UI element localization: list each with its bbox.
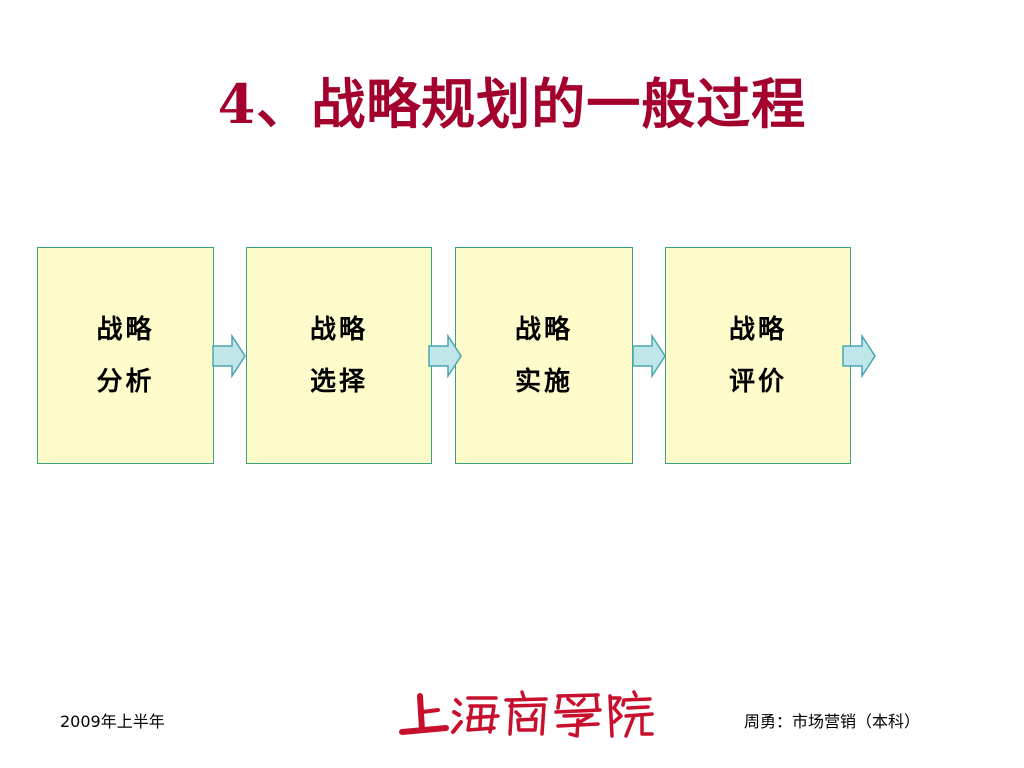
step-box-implementation: 战略 实施: [455, 247, 633, 464]
step-label-line1: 战略: [309, 314, 368, 345]
footer-date: 2009年上半年: [60, 712, 165, 731]
step-box-selection: 战略 选择: [246, 247, 432, 464]
step-label-line1: 战略: [96, 314, 155, 345]
step-box-evaluation: 战略 评价: [665, 247, 851, 464]
right-arrow-icon: [428, 334, 462, 378]
step-label-line2: 评价: [728, 366, 787, 397]
slide-title: 4、战略规划的一般过程: [217, 72, 807, 136]
right-arrow-icon: [212, 334, 246, 378]
school-logo: [399, 690, 654, 738]
step-label-line2: 实施: [514, 366, 573, 397]
step-box-analysis: 战略 分析: [37, 247, 214, 464]
step-label-line2: 选择: [309, 366, 368, 397]
footer-author: 周勇：市场营销（本科）: [744, 712, 921, 731]
step-label-line2: 分析: [96, 366, 155, 397]
step-label-line1: 战略: [728, 314, 787, 345]
step-label-line1: 战略: [514, 314, 573, 345]
right-arrow-icon: [842, 334, 876, 378]
right-arrow-icon: [632, 334, 666, 378]
